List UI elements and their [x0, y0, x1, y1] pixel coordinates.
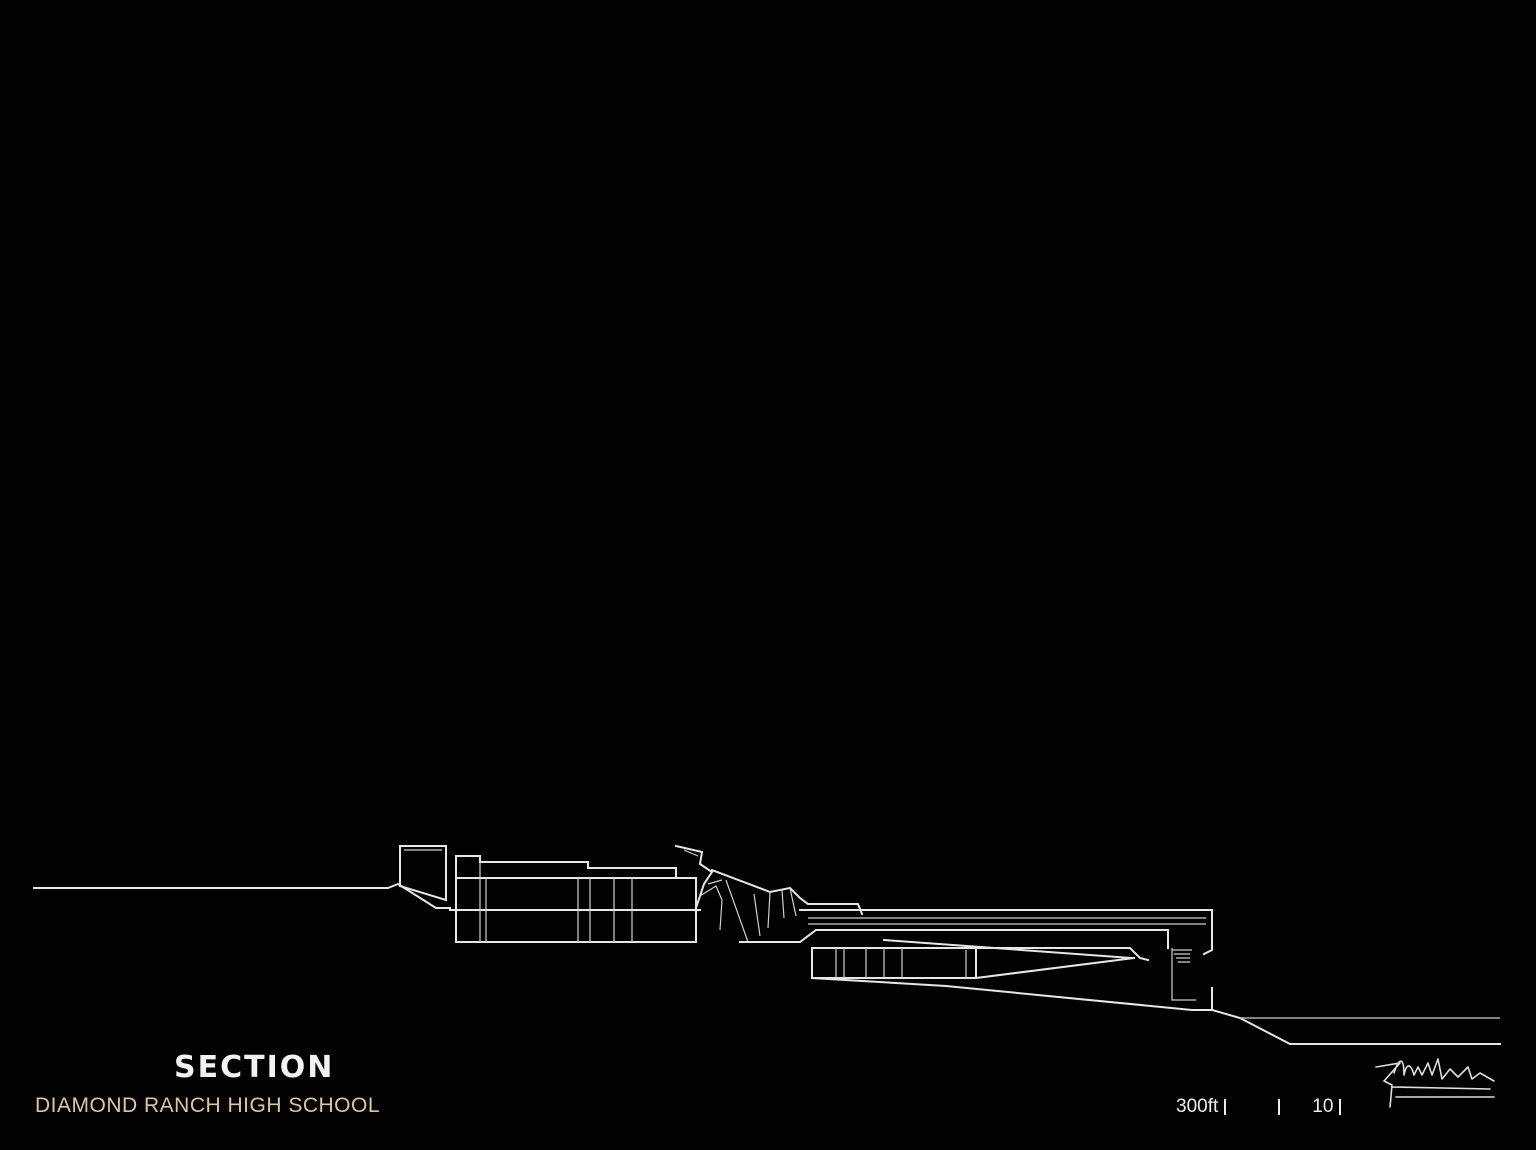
sloped-roof: [710, 868, 864, 916]
mid-level-building: [811, 947, 1150, 979]
ground-line-right: [1210, 1008, 1501, 1045]
interior-walls-upper: [479, 862, 633, 942]
scale-label-10: 10: [1312, 1096, 1334, 1117]
drawing-heading: SECTION: [174, 1050, 335, 1085]
scale-tick: [1224, 1099, 1227, 1115]
upper-level-mass: [455, 855, 697, 943]
scale-tick: [1339, 1099, 1342, 1115]
ramp-upper: [882, 938, 1134, 960]
ramp-slab: [810, 976, 1213, 1011]
angular-pavilion: [674, 844, 714, 910]
long-roof-deck: [799, 909, 1213, 956]
stair-detail: [1171, 948, 1196, 1001]
ramp-lower: [974, 956, 1136, 980]
tower-block: [399, 845, 447, 902]
scale-label-300ft: 300ft: [1176, 1096, 1219, 1117]
ground-line-left: [33, 882, 451, 909]
scale-bar: 300ft 10: [1176, 1096, 1347, 1118]
long-roof-deck-fascia: [808, 917, 1206, 925]
sloped-roof-detail: [725, 879, 797, 943]
angular-pavilion-detail: [683, 849, 723, 931]
architect-signature-icon: [1375, 1058, 1495, 1108]
deck-underside: [739, 929, 1169, 949]
scale-tick: [1278, 1099, 1281, 1115]
project-name: DIAMOND RANCH HIGH SCHOOL: [35, 1094, 381, 1117]
mid-level-walls: [835, 948, 967, 978]
